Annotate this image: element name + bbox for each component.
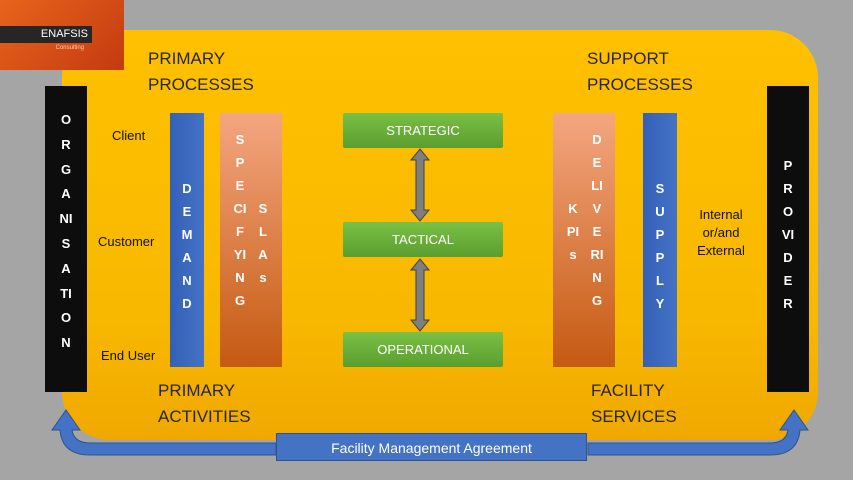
delivering-bar [553,113,615,367]
specifying-text: SPECIFYING [233,132,247,308]
strategic-box: STRATEGIC [343,113,503,148]
kpis-text: KPIs [566,201,580,262]
heading-facility-services: FACILITY SERVICES [591,381,677,426]
label-client: Client [112,128,146,143]
supply-bar [643,113,677,367]
logo: ENAFSIS Consulting [0,0,124,70]
heading-support-processes: SUPPORT PROCESSES [587,49,693,94]
logo-name: ENAFSIS [0,26,92,43]
label-customer: Customer [98,234,155,249]
organisation-bar [45,86,87,392]
double-arrow-icons [409,148,431,332]
label-internal: Internal [699,207,743,222]
demand-bar [170,113,204,367]
operational-box: OPERATIONAL [343,332,503,367]
tactical-box: TACTICAL [343,222,503,257]
demand-text: DEMAND [181,181,193,311]
facility-management-agreement: Facility Management Agreement [276,433,587,461]
curved-arrow-icons [51,409,809,456]
supply-text: SUPPLY [655,181,665,311]
slas-text: SLAs [258,201,268,285]
logo-tagline: Consulting [55,45,84,51]
provider-text: PROVIDER [781,158,795,311]
specifying-bar [220,113,282,367]
delivering-text: DELIVERING [590,132,604,308]
label-external: or/and External [697,225,745,258]
organisation-text: ORGANISATION [59,112,73,351]
provider-bar [767,86,809,392]
heading-primary-activities: PRIMARY ACTIVITIES [158,381,251,426]
label-end-user: End User [101,348,156,363]
heading-primary-processes: PRIMARY PROCESSES [148,49,254,94]
